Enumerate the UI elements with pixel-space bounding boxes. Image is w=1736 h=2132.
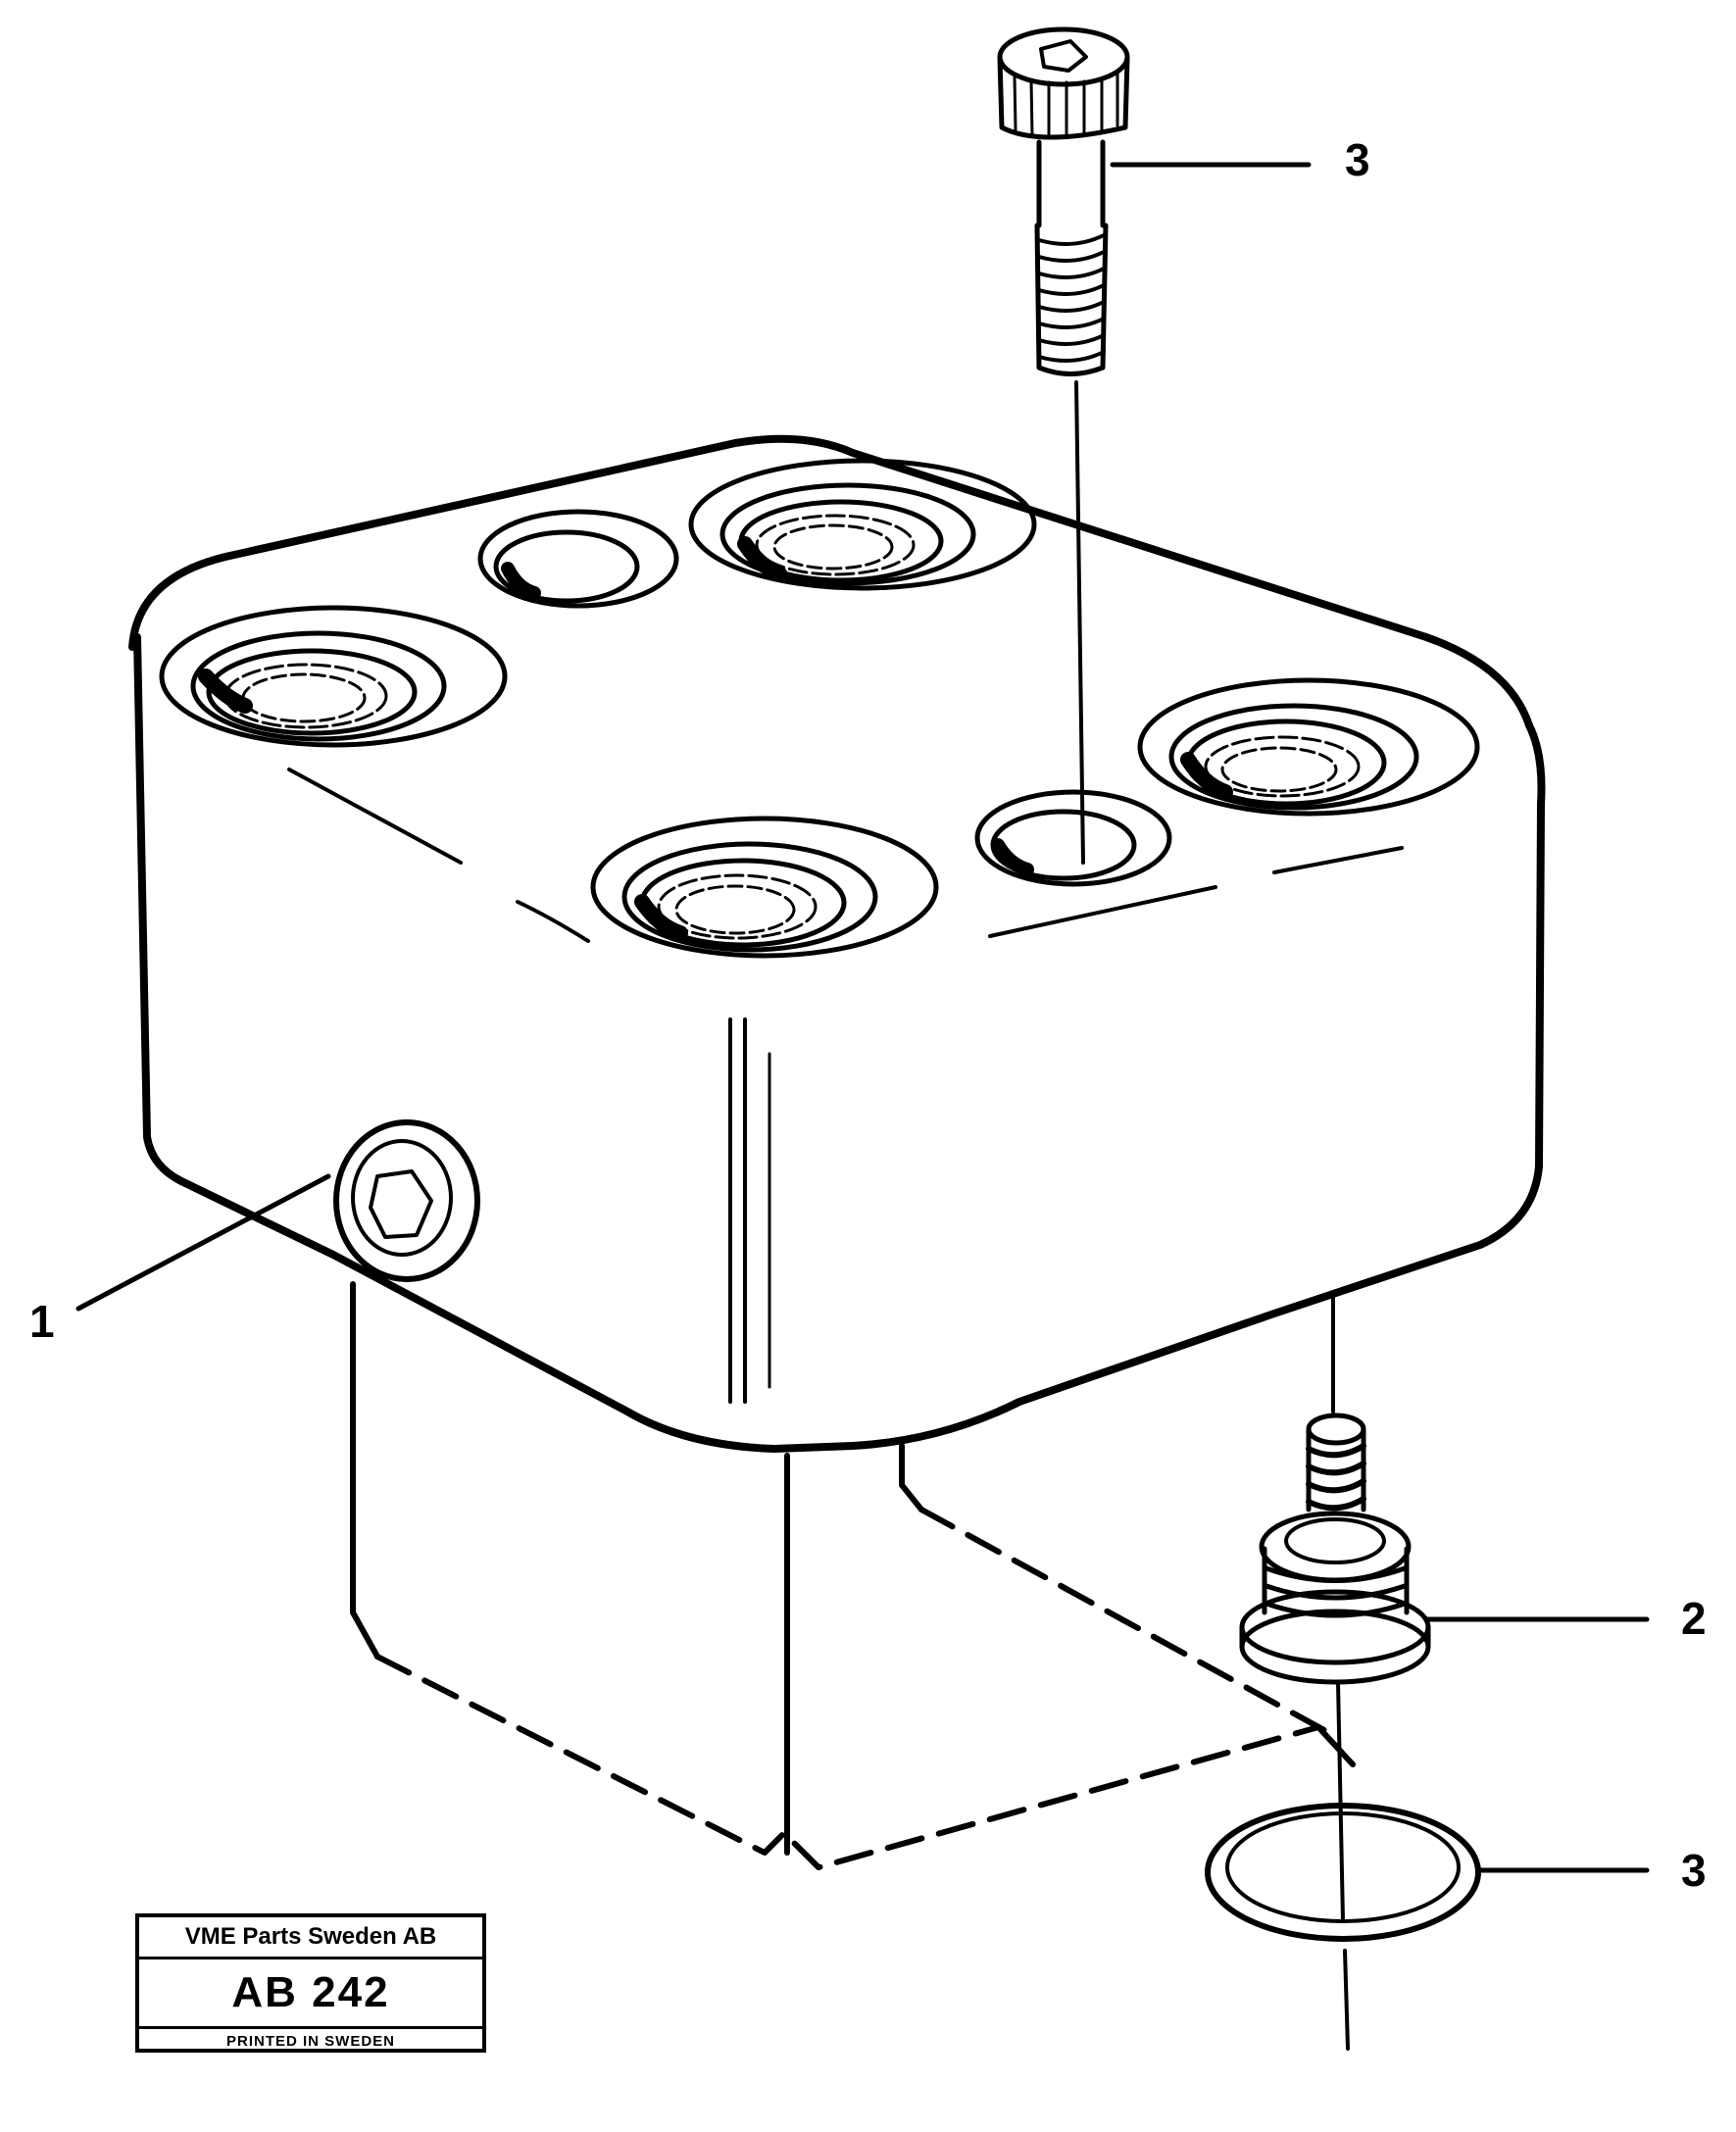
title-block-stamp: VME Parts Sweden AB AB 242 PRINTED IN SW… bbox=[135, 1913, 486, 2053]
port-small-top bbox=[477, 509, 679, 609]
port-top-center bbox=[688, 458, 1037, 591]
o-ring bbox=[1205, 1803, 1481, 2051]
valve-cartridge bbox=[1239, 1292, 1431, 1923]
cartridge-body bbox=[350, 1281, 1356, 1870]
port-front bbox=[590, 816, 939, 959]
port-small-center bbox=[974, 789, 1172, 887]
plug bbox=[333, 1119, 480, 1282]
callout-label-o-ring: 3 bbox=[1681, 1845, 1707, 1896]
stamp-drawing-code: AB 242 bbox=[139, 1959, 482, 2029]
stamp-company: VME Parts Sweden AB bbox=[139, 1917, 482, 1959]
port-left bbox=[159, 605, 508, 748]
bolt bbox=[997, 26, 1130, 865]
port-right bbox=[1137, 677, 1480, 817]
valve-block bbox=[128, 434, 1546, 1453]
leader-lines bbox=[75, 162, 1650, 1873]
stamp-printed-note: PRINTED IN SWEDEN bbox=[225, 2032, 395, 2050]
leader-line-plug bbox=[75, 1173, 331, 1312]
callout-label-cartridge: 2 bbox=[1681, 1593, 1707, 1644]
callout-label-bolt: 3 bbox=[1345, 134, 1370, 185]
callout-label-plug: 1 bbox=[29, 1296, 55, 1347]
